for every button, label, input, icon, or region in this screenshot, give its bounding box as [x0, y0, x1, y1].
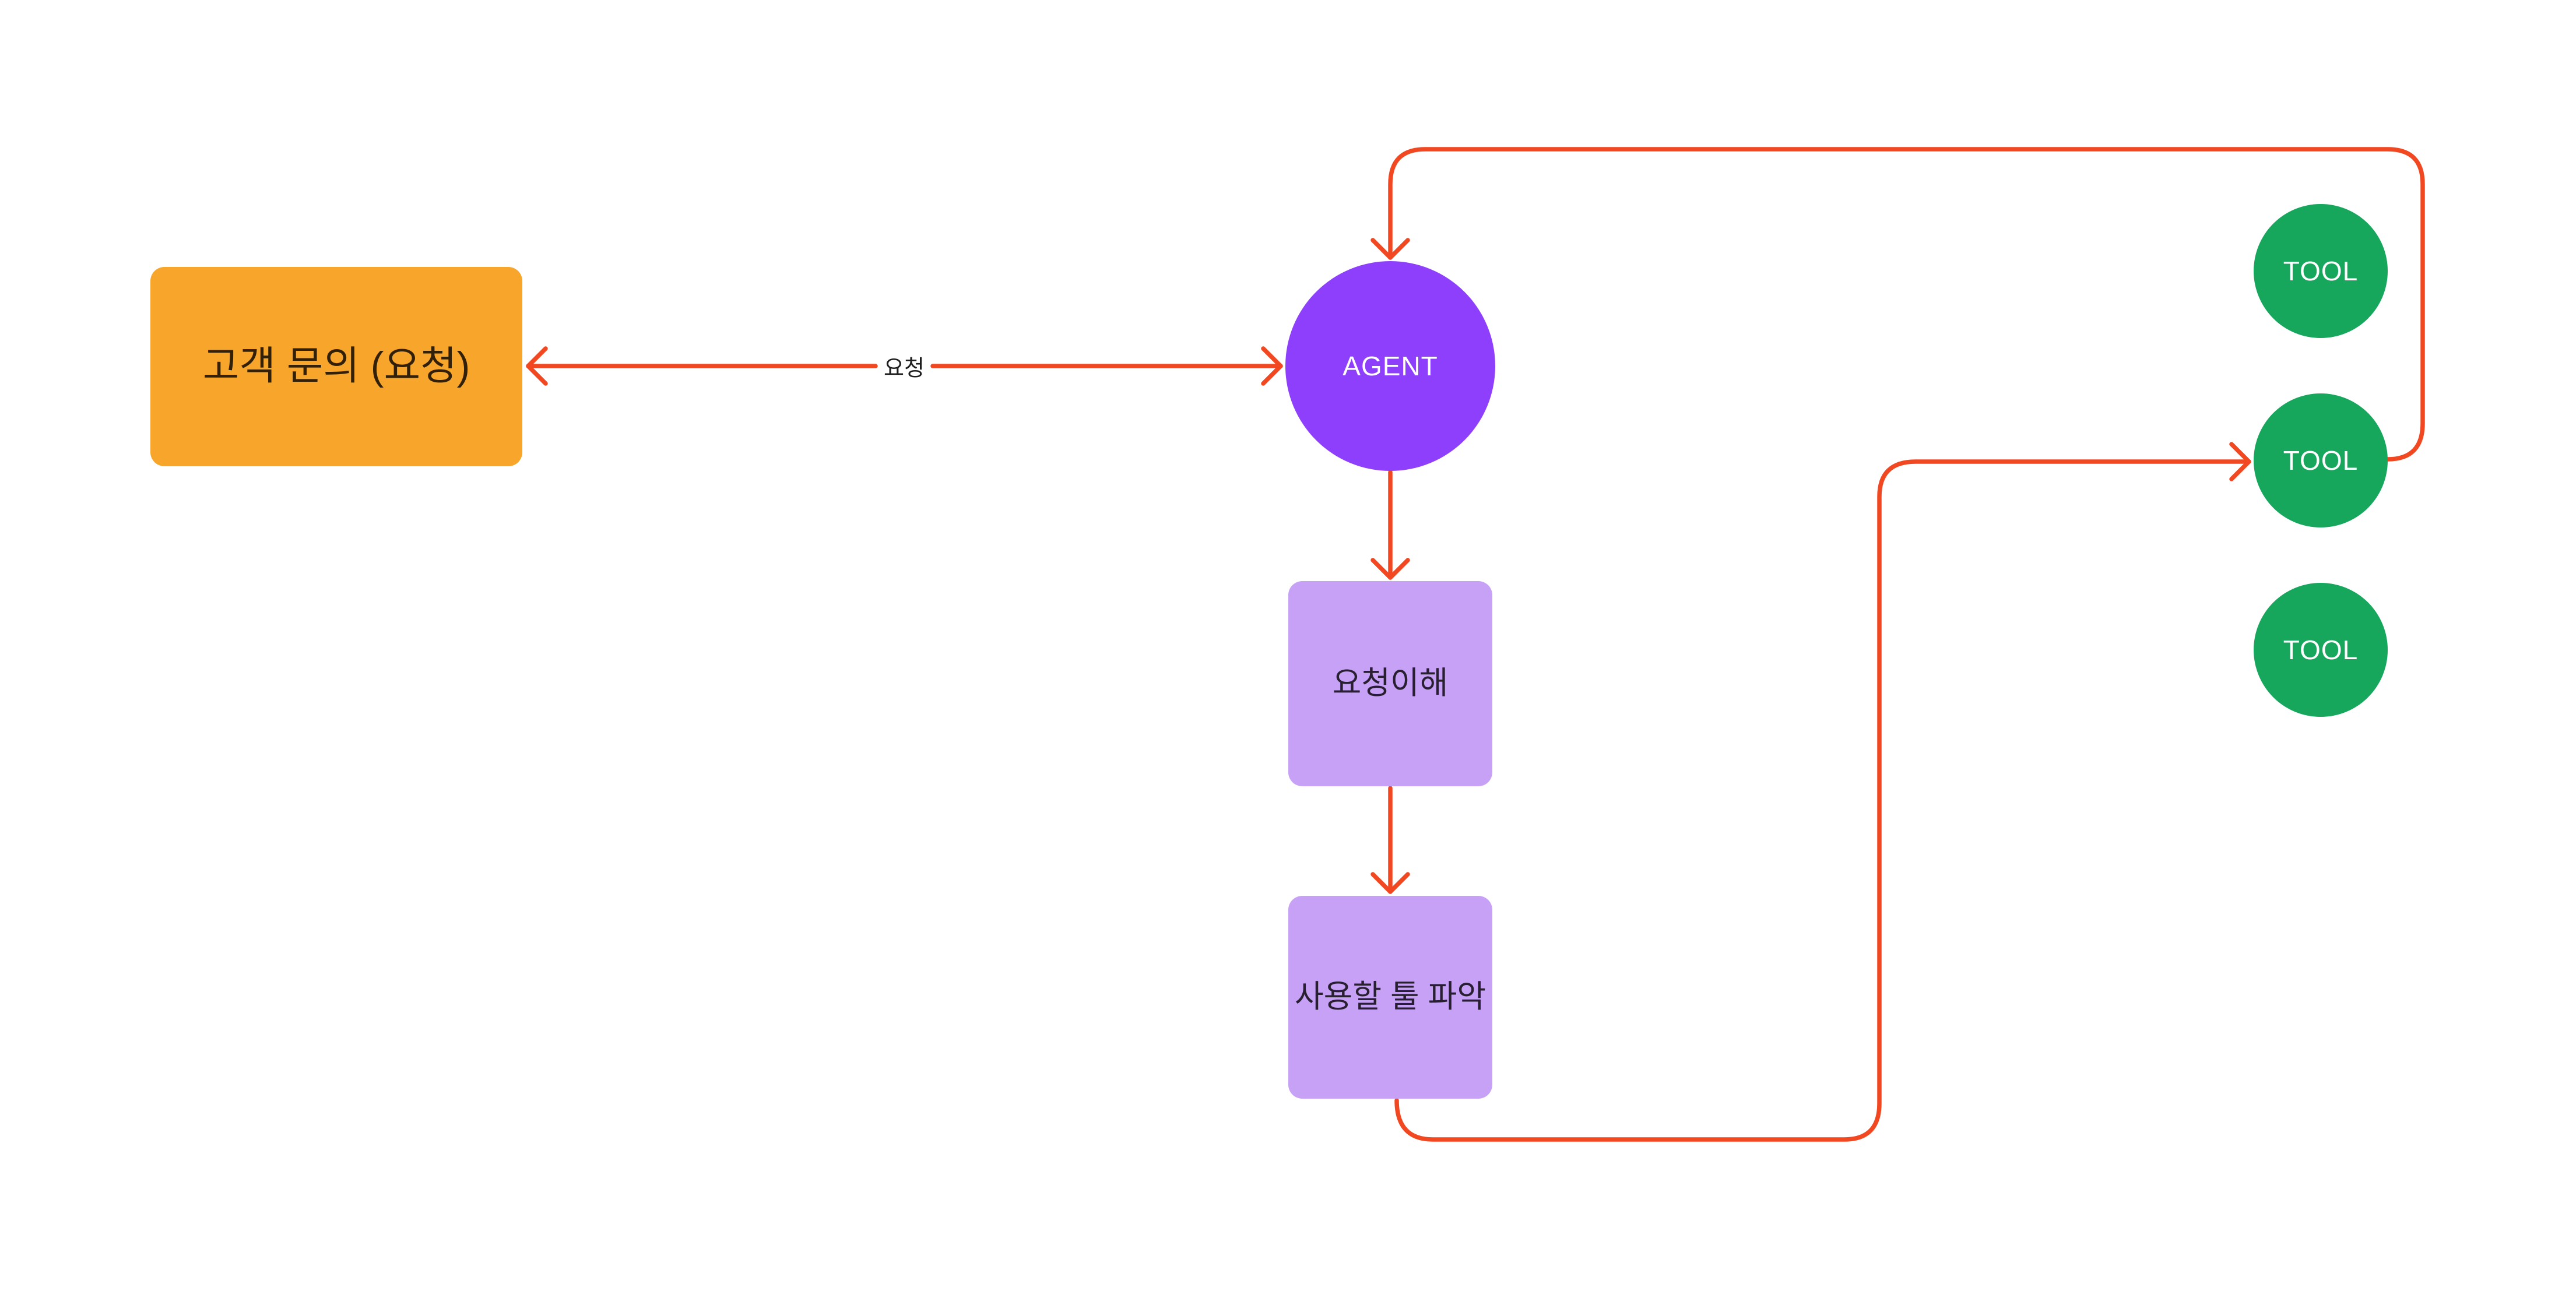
node-identify-tool[interactable]: 사용할 툴 파악	[1288, 896, 1492, 1099]
connector-tool-middle-agent-line[interactable]	[1388, 147, 2425, 462]
node-tool-middle[interactable]: TOOL	[2254, 393, 2388, 527]
connector-tool-middle-agent[interactable]	[1370, 147, 2425, 462]
node-tool-bottom[interactable]: TOOL	[2254, 583, 2388, 717]
node-customer-inquiry-label: 고객 문의 (요청)	[202, 344, 470, 389]
node-tool-bottom-label: TOOL	[2283, 635, 2359, 665]
node-agent[interactable]: AGENT	[1285, 261, 1495, 471]
node-tool-top[interactable]: TOOL	[2254, 204, 2388, 338]
connector-agent-understand[interactable]	[1370, 470, 1410, 580]
node-understand-request[interactable]: 요청이해	[1288, 581, 1492, 786]
arrowhead-into-understand-box	[1370, 558, 1410, 580]
arrowhead-into-agent-left	[1261, 346, 1283, 386]
arrowhead-into-customer-box	[526, 346, 548, 386]
arrowhead-into-tool-middle	[2229, 442, 2251, 481]
node-tool-top-label: TOOL	[2283, 256, 2359, 286]
node-identify-tool-label: 사용할 툴 파악	[1294, 979, 1486, 1015]
node-agent-label: AGENT	[1343, 351, 1438, 381]
node-understand-request-label: 요청이해	[1332, 666, 1449, 701]
arrowhead-into-agent-top	[1370, 238, 1410, 260]
node-tool-middle-label: TOOL	[2283, 445, 2359, 476]
arrowhead-into-identify-box	[1370, 872, 1410, 894]
connector-customer-agent[interactable]	[526, 346, 1283, 386]
connector-understand-identify[interactable]	[1370, 786, 1410, 894]
connector-identify-tool-middle-line[interactable]	[1394, 459, 2251, 1142]
connector-identify-tool-middle[interactable]	[1394, 442, 2251, 1142]
edge-label-request[interactable]: 요청	[884, 356, 925, 381]
node-customer-inquiry[interactable]: 고객 문의 (요청)	[150, 267, 522, 466]
